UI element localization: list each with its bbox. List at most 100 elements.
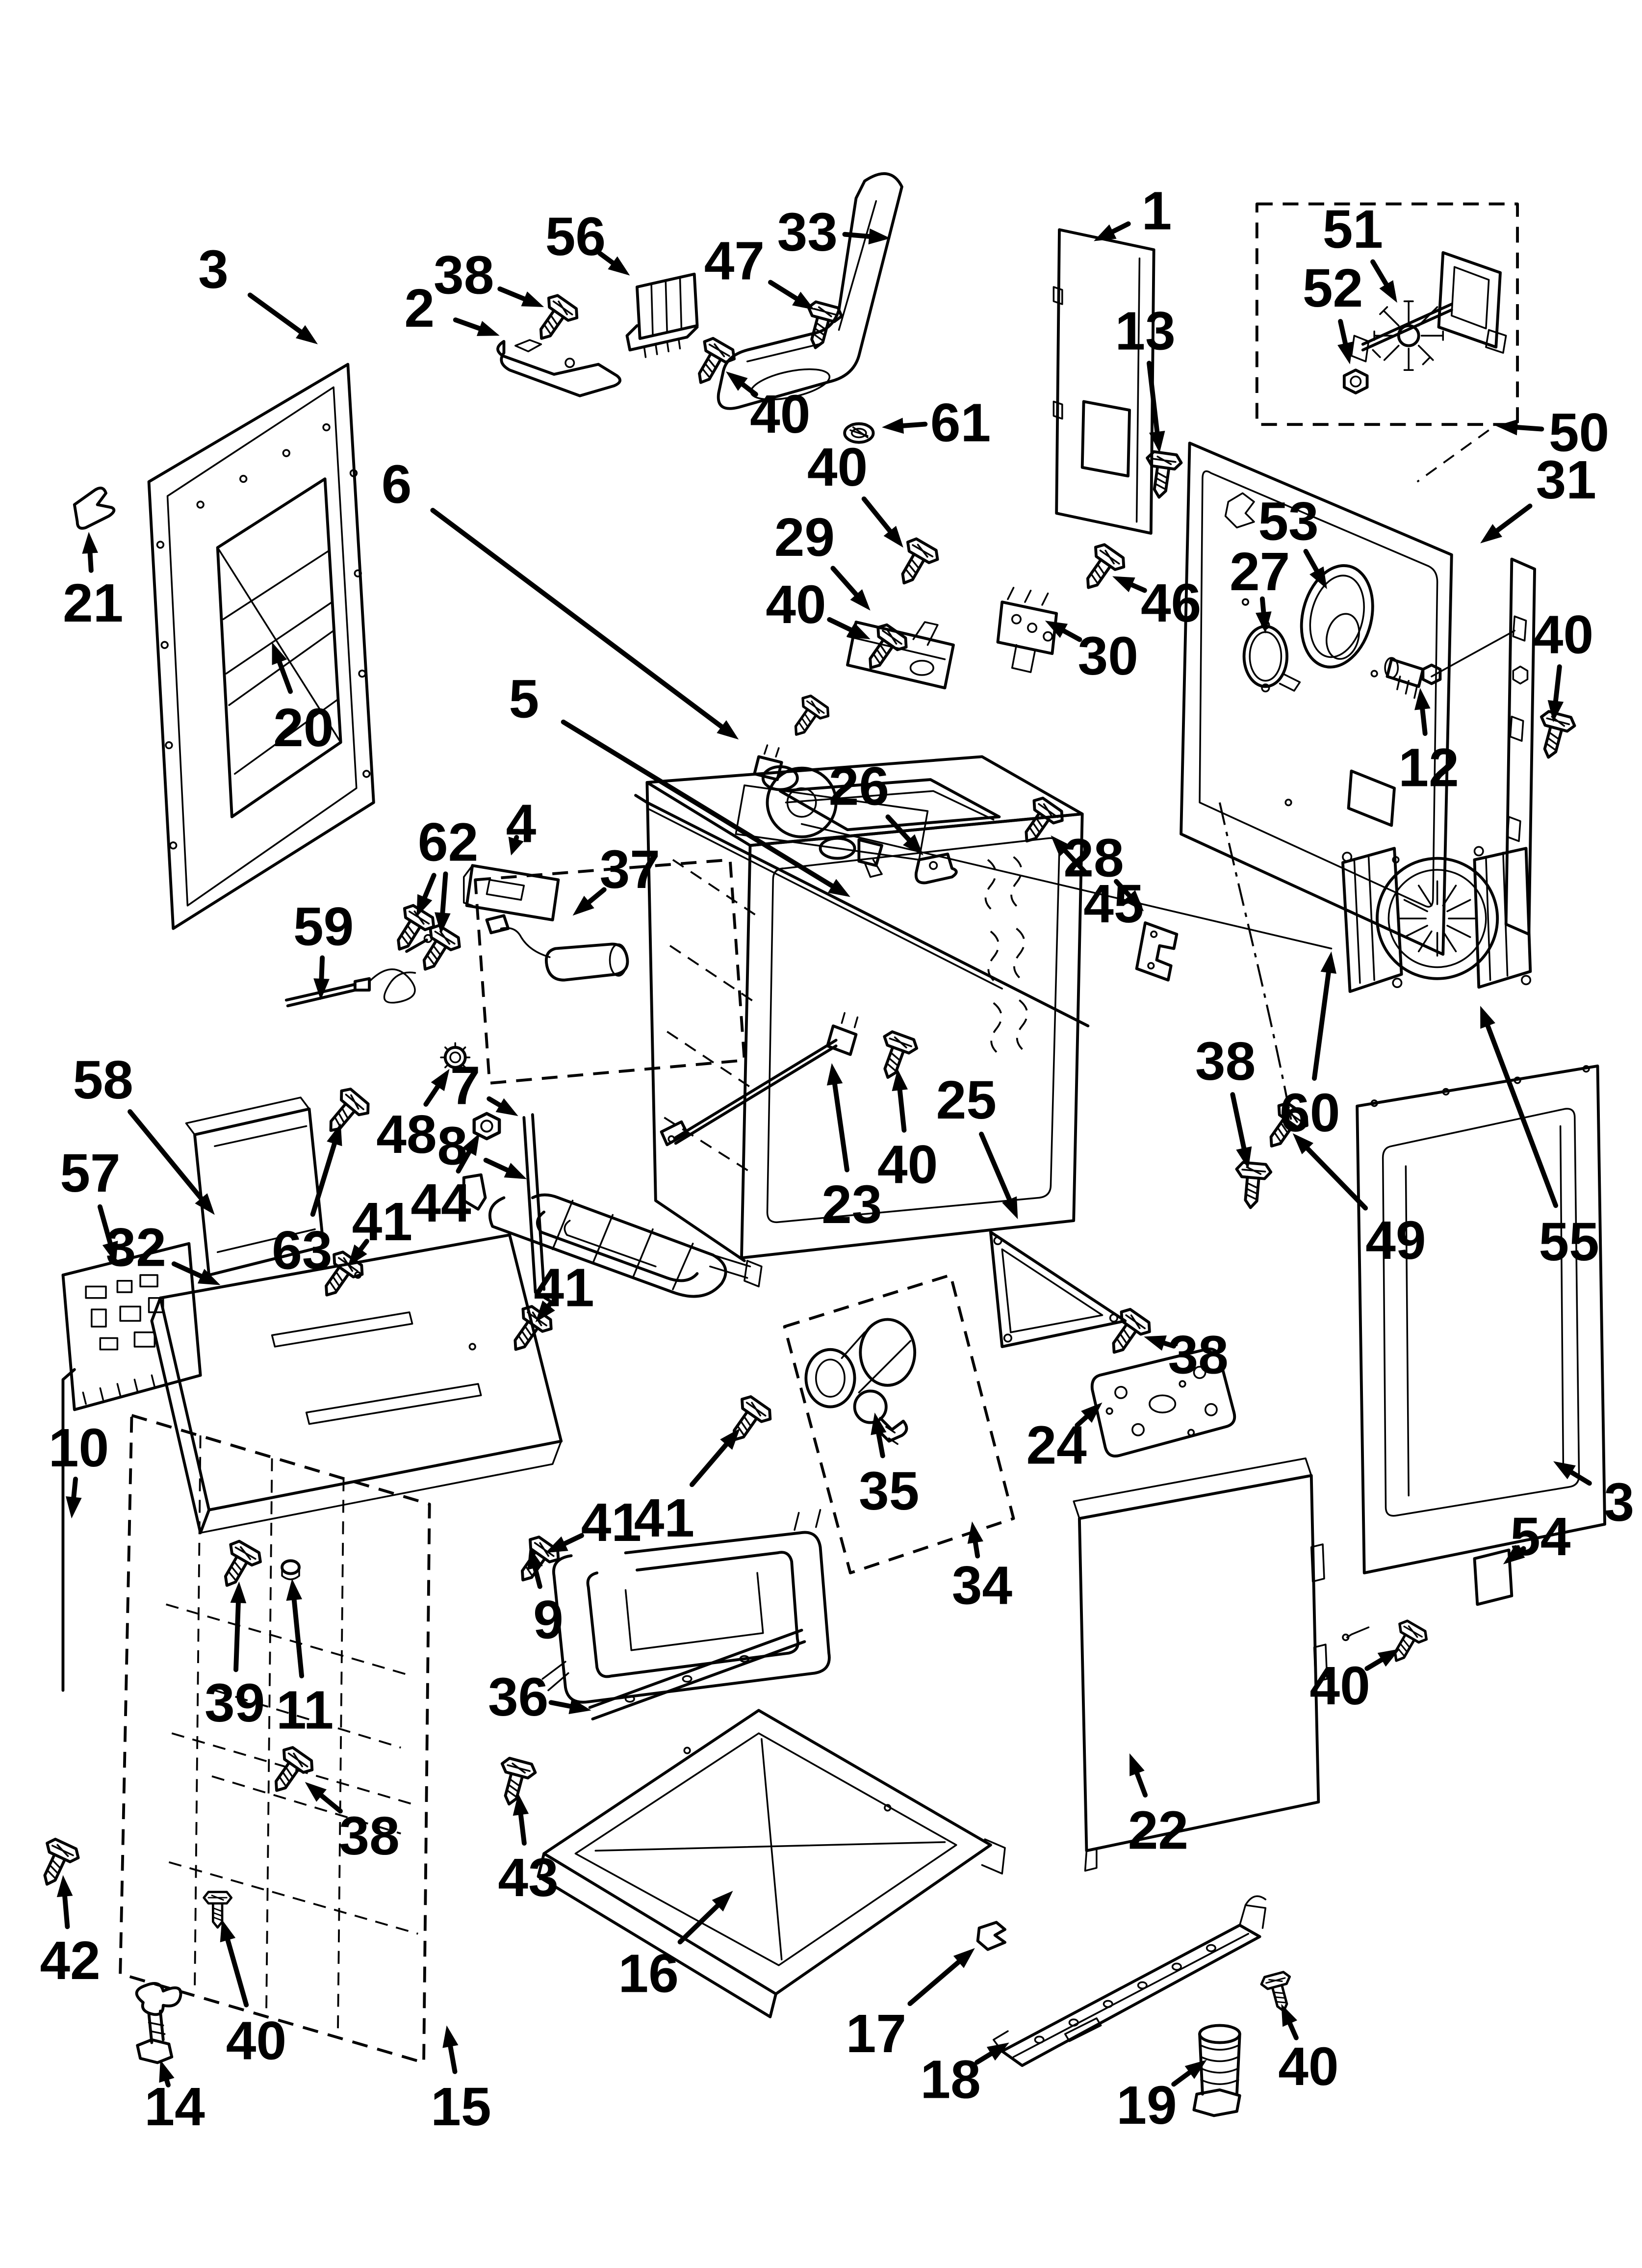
callout-arrowhead-63 — [327, 1123, 342, 1147]
callout-label-40: 40 — [877, 1134, 938, 1195]
callout-label-39: 39 — [205, 1672, 265, 1733]
callout-arrowhead-20 — [272, 642, 287, 665]
callout-arrowhead-36 — [568, 1698, 591, 1714]
screw-42 — [31, 1837, 81, 1892]
callout-label-12: 12 — [1398, 737, 1459, 798]
callout-arrowhead-59 — [313, 978, 330, 1000]
callout-14: 14 — [144, 2059, 205, 2137]
callout-arrow-51 — [1370, 259, 1389, 287]
callout-arrowhead-32 — [197, 1269, 221, 1285]
part-bolt-12 — [1384, 629, 1515, 699]
callout-arrow-62 — [422, 873, 436, 900]
callout-arrowhead-49 — [1292, 1133, 1314, 1154]
part-body-shell-dashed — [119, 1414, 431, 2064]
callout-46: 46 — [1112, 573, 1201, 633]
callout-arrowhead-47 — [792, 291, 815, 310]
callout-4: 4 — [506, 793, 537, 856]
callout-label-42: 42 — [40, 1930, 100, 1991]
callout-arrow-49 — [1305, 1146, 1368, 1211]
callout-59: 59 — [293, 896, 354, 1000]
screw-38d — [262, 1744, 316, 1800]
callout-arrowhead-30 — [1045, 621, 1068, 638]
callout-3: 3 — [1553, 1461, 1634, 1533]
callout-arrowhead-3 — [295, 325, 318, 344]
callout-arrow-22 — [1134, 1771, 1148, 1798]
screw-40f — [1260, 1971, 1298, 2015]
callout-arrow-25 — [979, 1131, 1012, 1202]
callout-arrowhead-19 — [1184, 2059, 1207, 2079]
callout-40: 40 — [725, 371, 810, 444]
callout-arrowhead-38 — [1144, 1335, 1167, 1351]
screw-40h — [204, 1892, 231, 1927]
callout-41: 41 — [534, 1257, 594, 1323]
callout-12: 12 — [1398, 688, 1459, 798]
leader-60 — [800, 823, 1333, 950]
callout-arrowhead-60 — [1320, 951, 1336, 974]
callout-arrow-10 — [71, 1476, 78, 1500]
callout-label-41: 41 — [352, 1191, 412, 1252]
callout-label-16: 16 — [618, 1943, 679, 2004]
callout-label-14: 14 — [144, 2076, 205, 2137]
part-clip-21 — [73, 486, 116, 530]
callout-arrowhead-37 — [572, 895, 594, 916]
part-oven-sensor — [660, 1012, 859, 1147]
callout-arrow-31 — [1495, 503, 1533, 533]
callout-arrow-37 — [587, 887, 607, 905]
part-bracket-28 — [1135, 921, 1179, 982]
callout-label-40: 40 — [226, 2010, 286, 2071]
callout-arrowhead-25 — [1002, 1196, 1018, 1220]
callout-arrow-43 — [518, 1812, 527, 1846]
callout-53: 53 — [1258, 491, 1327, 589]
callout-arrowhead-24 — [1081, 1402, 1103, 1423]
callout-40: 40 — [1278, 2004, 1339, 2097]
part-plug-button-11 — [281, 1559, 301, 1581]
callout-label-2: 2 — [404, 278, 435, 339]
part-clamp-ring — [1242, 620, 1301, 693]
callout-label-54: 54 — [1510, 1506, 1571, 1567]
leader-49 — [1218, 802, 1292, 1121]
callout-arrowhead-23 — [826, 1063, 843, 1086]
callout-label-56: 56 — [545, 206, 606, 267]
part-oven-cavity — [645, 755, 1333, 1262]
callout-arrowhead-22 — [1129, 1753, 1145, 1776]
callout-arrow-40 — [827, 617, 854, 633]
callout-label-17: 17 — [846, 2003, 906, 2064]
callout-arrowhead-33 — [868, 228, 891, 245]
callout-arrow-53 — [1303, 548, 1319, 573]
part-rear-panel — [1180, 442, 1536, 956]
callout-arrow-33 — [842, 232, 872, 239]
callout-arrow-47 — [768, 280, 799, 301]
part-rail-36 — [588, 1628, 806, 1721]
callout-arrow-3 — [1569, 1470, 1592, 1486]
callout-2: 2 — [404, 278, 500, 339]
callout-40: 40 — [807, 437, 903, 548]
callout-36: 36 — [488, 1667, 591, 1727]
callout-arrow-63 — [310, 1141, 337, 1217]
part-heat-shield — [1341, 846, 1532, 993]
part-pin-40g — [1346, 1626, 1370, 1639]
callout-16: 16 — [618, 1891, 733, 2004]
callout-8: 8 — [437, 1115, 527, 1179]
callout-25: 25 — [936, 1069, 1018, 1220]
part-fan-nut — [1344, 370, 1367, 393]
callout-arrowhead-4 — [508, 836, 524, 856]
callout-label-61: 61 — [930, 392, 991, 453]
callout-arrowhead-15 — [442, 2025, 459, 2048]
callout-60: 60 — [1280, 951, 1340, 1143]
callout-arrowhead-26 — [903, 834, 924, 856]
callout-arrowhead-11 — [286, 1578, 303, 1601]
callout-label-49: 49 — [1365, 1210, 1426, 1271]
callout-arrow-36 — [548, 1700, 573, 1709]
callout-26: 26 — [829, 756, 924, 856]
part-terminal-block-30 — [996, 587, 1058, 673]
callout-arrowhead-57 — [102, 1241, 118, 1264]
screw-43 — [492, 1757, 537, 1809]
part-vent-oval — [1300, 564, 1374, 669]
callout-29: 29 — [774, 507, 871, 611]
callout-arrowhead-16 — [712, 1891, 733, 1912]
callout-arrow-40 — [1553, 664, 1562, 704]
callout-arrow-38 — [1162, 1340, 1177, 1349]
part-access-panel-22 — [1073, 1457, 1328, 1872]
callout-label-29: 29 — [774, 507, 835, 568]
callout-arrow-40 — [1287, 2021, 1299, 2040]
